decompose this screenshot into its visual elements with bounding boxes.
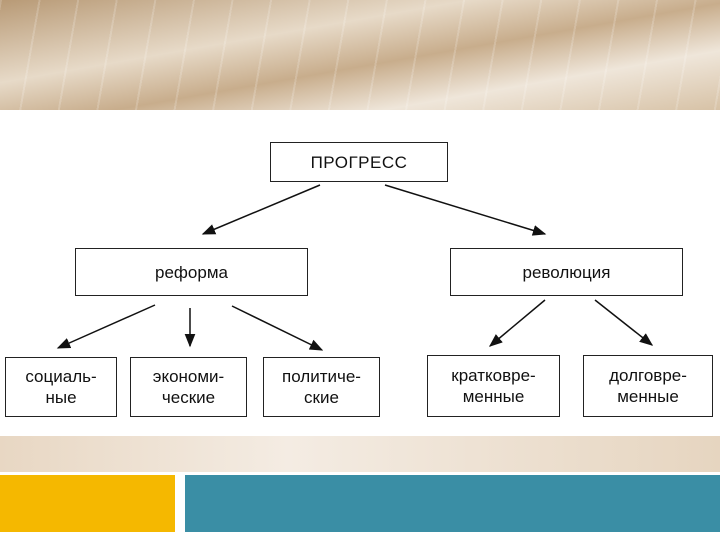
leaf-node-line2: менные	[463, 386, 525, 407]
branch-node-label: революция	[523, 262, 611, 283]
branch-node-revolyutsiya: революция	[450, 248, 683, 296]
leaf-node-line1: социаль-	[25, 366, 96, 387]
arrow-to-reforma	[203, 185, 320, 234]
leaf-node-sotsialnye: социаль- ные	[5, 357, 117, 417]
arrow-to-politicheskie	[232, 306, 322, 350]
leaf-node-kratkovremennye: кратковре- менные	[427, 355, 560, 417]
leaf-node-line2: ные	[45, 387, 76, 408]
leaf-node-line1: долговре-	[609, 365, 687, 386]
leaf-node-ekonomicheskie: экономи- ческие	[130, 357, 247, 417]
branch-node-label: реформа	[155, 262, 228, 283]
arrow-to-revolyutsiya	[385, 185, 545, 234]
leaf-node-line1: кратковре-	[451, 365, 535, 386]
leaf-node-line2: менные	[617, 386, 679, 407]
branch-node-reforma: реформа	[75, 248, 308, 296]
arrow-to-dolgovremennye	[595, 300, 652, 345]
footer-accent-right	[185, 475, 720, 532]
leaf-node-dolgovremennye: долговре- менные	[583, 355, 713, 417]
arrow-to-sotsialnye	[58, 305, 155, 348]
leaf-node-line2: ческие	[162, 387, 215, 408]
leaf-node-line1: экономи-	[153, 366, 224, 387]
leaf-node-line2: ские	[304, 387, 339, 408]
leaf-node-line1: политиче-	[282, 366, 361, 387]
arrow-to-kratkovremennye	[490, 300, 545, 346]
footer-accent-left	[0, 475, 175, 532]
root-node-label: ПРОГРЕСС	[311, 152, 408, 173]
leaf-node-politicheskie: политиче- ские	[263, 357, 380, 417]
root-node-progress: ПРОГРЕСС	[270, 142, 448, 182]
